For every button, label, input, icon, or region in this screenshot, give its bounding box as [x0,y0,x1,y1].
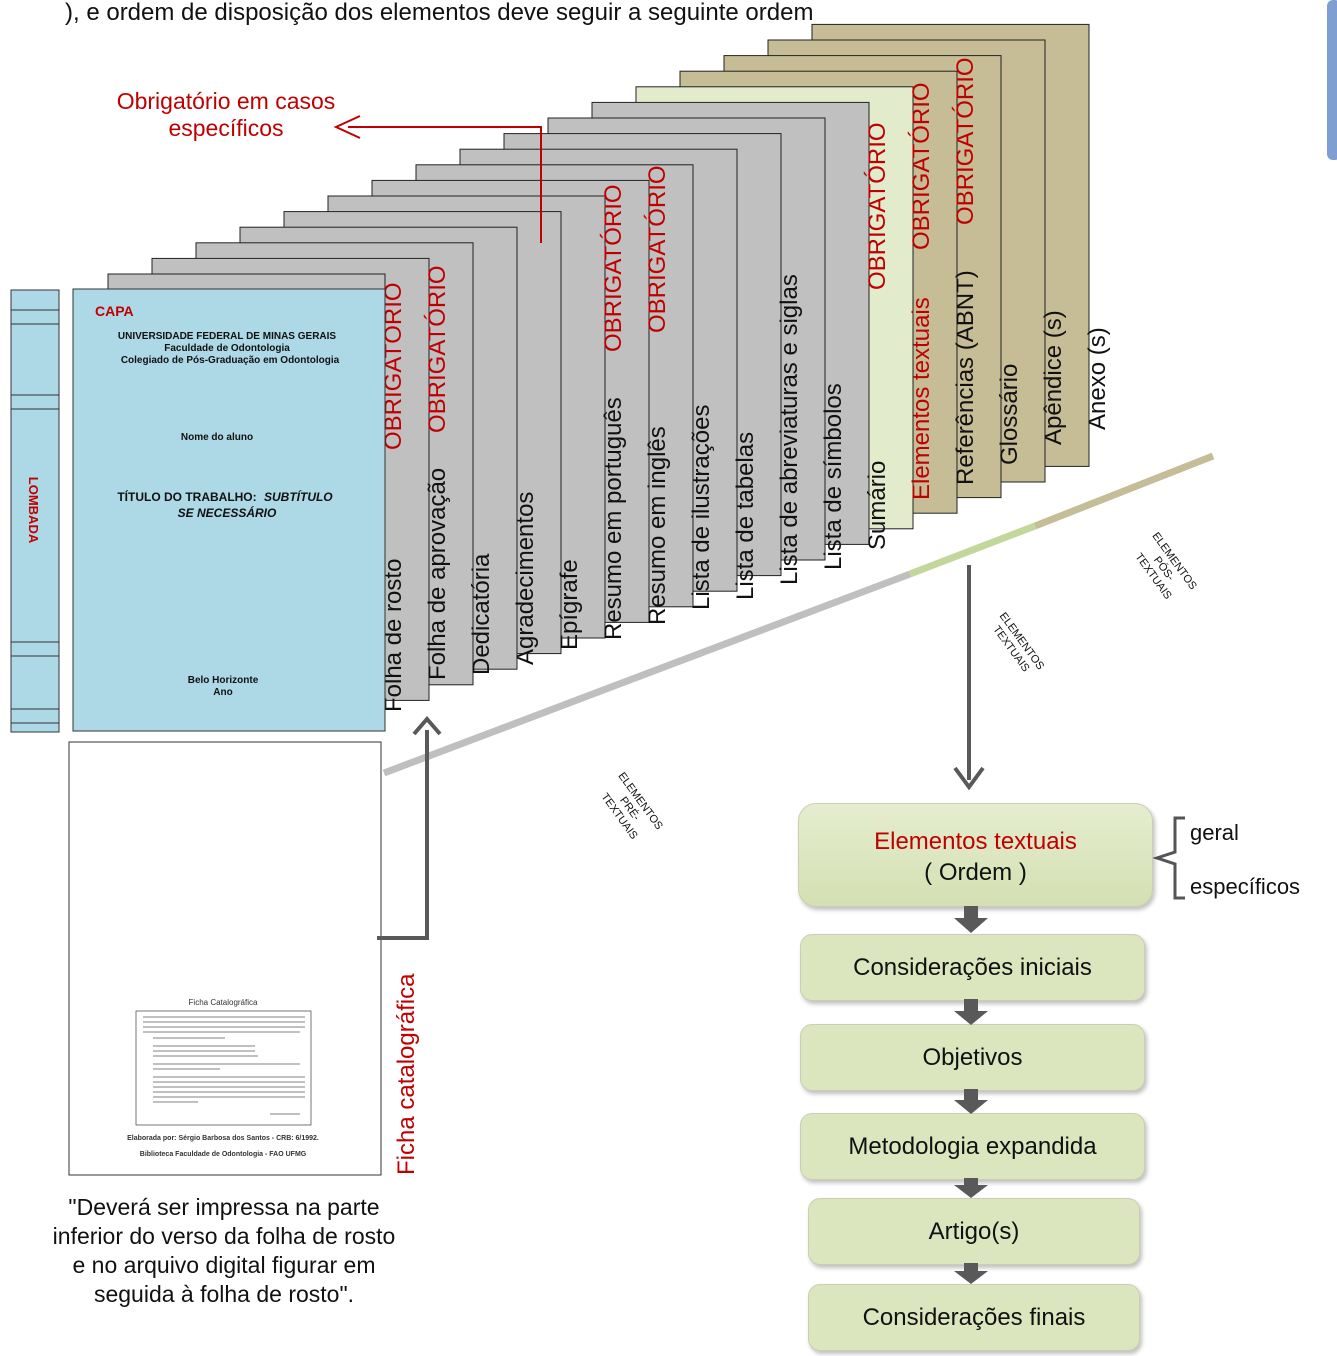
corner-tab [1327,0,1337,160]
page-label-16: Apêndice (s) [1040,310,1067,445]
spine-body [10,289,60,733]
page-label-9: Lista de tabelas [732,432,759,600]
label-textual: ELEMENTOS TEXTUAIS [990,610,1046,674]
page-label-3: Dedicatória [468,553,495,675]
ficha-label: Ficha catalográfica [393,973,420,1175]
spine-band-2 [10,394,60,410]
cover-work-title: TÍTULO DO TRABALHO: SUBTÍTULO [117,489,333,504]
ficha-note-line4: seguida à folha de rosto". [94,1281,354,1307]
baseline-pre-textual [382,570,912,777]
page-label-2: Folha de aprovação [424,468,451,680]
objetivos-geral: geral [1190,820,1239,845]
spine-band-4 [10,708,60,724]
cover-year: Ano [213,687,232,698]
cover-subtitle-1: SUBTÍTULO [264,489,333,504]
ficha-card-text-lines [143,1016,305,1115]
ficha-note-line3: e no arquivo digital figurar em [73,1252,376,1278]
obrigatorio-label-14: OBRIGATÓRIO [952,57,979,225]
spine-band-1 [10,309,60,325]
ficha-card [135,1010,312,1126]
obrigatorio-label-12: OBRIGATÓRIO [864,122,891,290]
page-label-13: Elementos textuais [908,297,935,500]
page-label-8: Lista de ilustrações [688,405,715,610]
page-label-7: Resumo em inglês [644,426,671,625]
spine: LOMBADA [10,289,60,733]
obrigatorio-label-7: OBRIGATÓRIO [644,165,671,333]
specific-cases-connector [348,126,542,243]
ficha-note-line1: "Deverá ser impressa na parte [68,1194,379,1220]
spine-band-3 [10,641,60,657]
top-caption-fragment: ), e ordem de disposição dos elementos d… [65,0,813,26]
label-pre-textual: ELEMENTOS PRÉ- TEXTUAIS [598,770,664,841]
cover-student: Nome do aluno [181,432,253,443]
cover-body [72,288,386,732]
ficha-note-line2: inferior do verso da folha de rosto [53,1223,396,1249]
specific-cases-annotation: Obrigatório em casos específicos [117,88,542,243]
baseline-textual [908,522,1037,578]
ficha-elaborada: Elaborada por: Sérgio Barbosa dos Santos… [127,1135,319,1142]
page-label-15: Glossário [996,364,1023,465]
ficha-connector [377,730,429,940]
objetivos-especificos: específicos [1190,874,1300,899]
cover-title: CAPA [95,303,134,319]
cover-city: Belo Horizonte [188,675,259,686]
objetivos-brace [1152,816,1185,900]
flow-step-artigos: Artigo(s) [808,1198,1140,1265]
page-label-11: Lista de símbolos [820,383,847,570]
cover-program: Colegiado de Pós-Graduação em Odontologi… [121,355,340,366]
label-post-textual: ELEMENTOS PÓS- TEXTUAIS [1132,530,1198,601]
flow-step-label: Objetivos [922,1044,1023,1071]
ficha-card-title: Ficha Catalográfica [189,998,258,1007]
specific-cases-arrowhead [333,115,361,139]
ficha-page: Ficha Catalográfica Elaborada por: Sérgi… [68,741,382,1176]
cover-page: CAPA UNIVERSIDADE FEDERAL DE MINAS GERAI… [72,288,386,732]
flow-subtitle: ( Ordem ) [924,859,1027,886]
page-label-12: Sumário [864,461,891,550]
flow-title: Elementos textuais [874,828,1077,855]
cover-faculty: Faculdade de Odontologia [164,343,290,354]
ficha-connector-arrowhead [412,715,442,736]
page-label-5: Epígrafe [556,559,583,650]
cover-university: UNIVERSIDADE FEDERAL DE MINAS GERAIS [118,331,337,342]
flow-step-label: Considerações iniciais [853,954,1092,981]
flow-step-label: Artigo(s) [928,1218,1020,1245]
flow-step-label: Considerações finais [862,1304,1086,1331]
flow-step-consideracoes-finais: Considerações finais [808,1284,1140,1351]
cover-subtitle-2: SE NECESSÁRIO [178,505,277,520]
ficha-note: "Deverá ser impressa na parte inferior d… [53,1194,396,1307]
flow-step-label: Metodologia expandida [848,1133,1097,1160]
flow-step-metodologia: Metodologia expandida [800,1113,1145,1180]
flow-step-objetivos: Objetivos [800,1024,1145,1091]
baseline-post-textual [1033,452,1215,530]
flow-step-consideracoes-iniciais: Considerações iniciais [800,934,1145,1001]
flow-title-box: Elementos textuais ( Ordem ) [798,803,1153,907]
page-label-4: Agradecimentos [512,492,539,665]
specific-cases-line2: específicos [168,115,283,141]
page-label-6: Resumo em português [600,397,627,640]
spine-label: LOMBADA [26,477,41,544]
cover-work-title-main: TÍTULO DO TRABALHO: [117,489,256,504]
obrigatorio-label-2: OBRIGATÓRIO [424,265,451,433]
textual-down-arrow-head [953,766,985,791]
page-label-10: Lista de abreviaturas e siglas [776,274,803,585]
page-label-17: Anexo (s) [1084,327,1111,430]
ficha-biblioteca: Biblioteca Faculdade de Odontologia - FA… [140,1151,307,1158]
section-baseline [382,452,1215,777]
page-label-14: Referências (ABNT) [952,270,979,485]
obrigatorio-label-13: OBRIGATÓRIO [908,82,935,250]
specific-cases-line1: Obrigatório em casos [117,88,336,114]
obrigatorio-label-6: OBRIGATÓRIO [600,184,627,352]
